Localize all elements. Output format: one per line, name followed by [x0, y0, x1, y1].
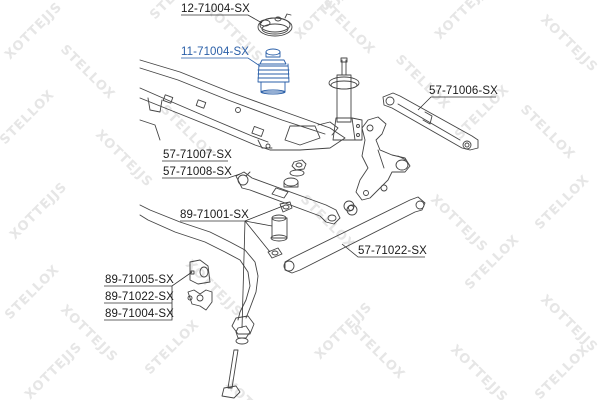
nut-stack-upper [283, 159, 307, 188]
part-label-lower-arm-a[interactable]: 57-71007-SX [163, 149, 232, 161]
part-label-stab-bushing[interactable]: 89-71005-SX [105, 274, 174, 286]
rear-subframe [139, 59, 346, 151]
stab-link-kit-part [221, 325, 251, 399]
stab-bracket-part [187, 289, 213, 311]
spring-cap-part [257, 13, 293, 37]
part-label-trailing-arm[interactable]: 57-71006-SX [429, 85, 498, 97]
trailing-arm-part [382, 92, 479, 151]
part-label-lateral-link[interactable]: 57-71022-SX [358, 245, 427, 257]
stab-link-bushings [267, 201, 293, 259]
lateral-link-part [283, 196, 426, 274]
bump-stop-part [257, 48, 290, 95]
part-label-stab-link-bushing[interactable]: 89-71001-SX [180, 209, 249, 221]
stabilizer-bar-part [139, 204, 259, 335]
part-label-spring-cap[interactable]: 12-71004-SX [181, 3, 250, 15]
part-label-bump-stop[interactable]: 11-71004-SX [181, 46, 250, 58]
arm-bushing [343, 200, 358, 216]
part-label-stab-link-kit[interactable]: 89-71004-SX [105, 308, 174, 320]
knuckle-part [355, 116, 411, 201]
lower-arm-part [235, 171, 341, 225]
part-label-lower-arm-b[interactable]: 57-71008-SX [163, 166, 232, 178]
part-label-stab-bracket[interactable]: 89-71022-SX [105, 291, 174, 303]
strut-part [328, 57, 363, 141]
